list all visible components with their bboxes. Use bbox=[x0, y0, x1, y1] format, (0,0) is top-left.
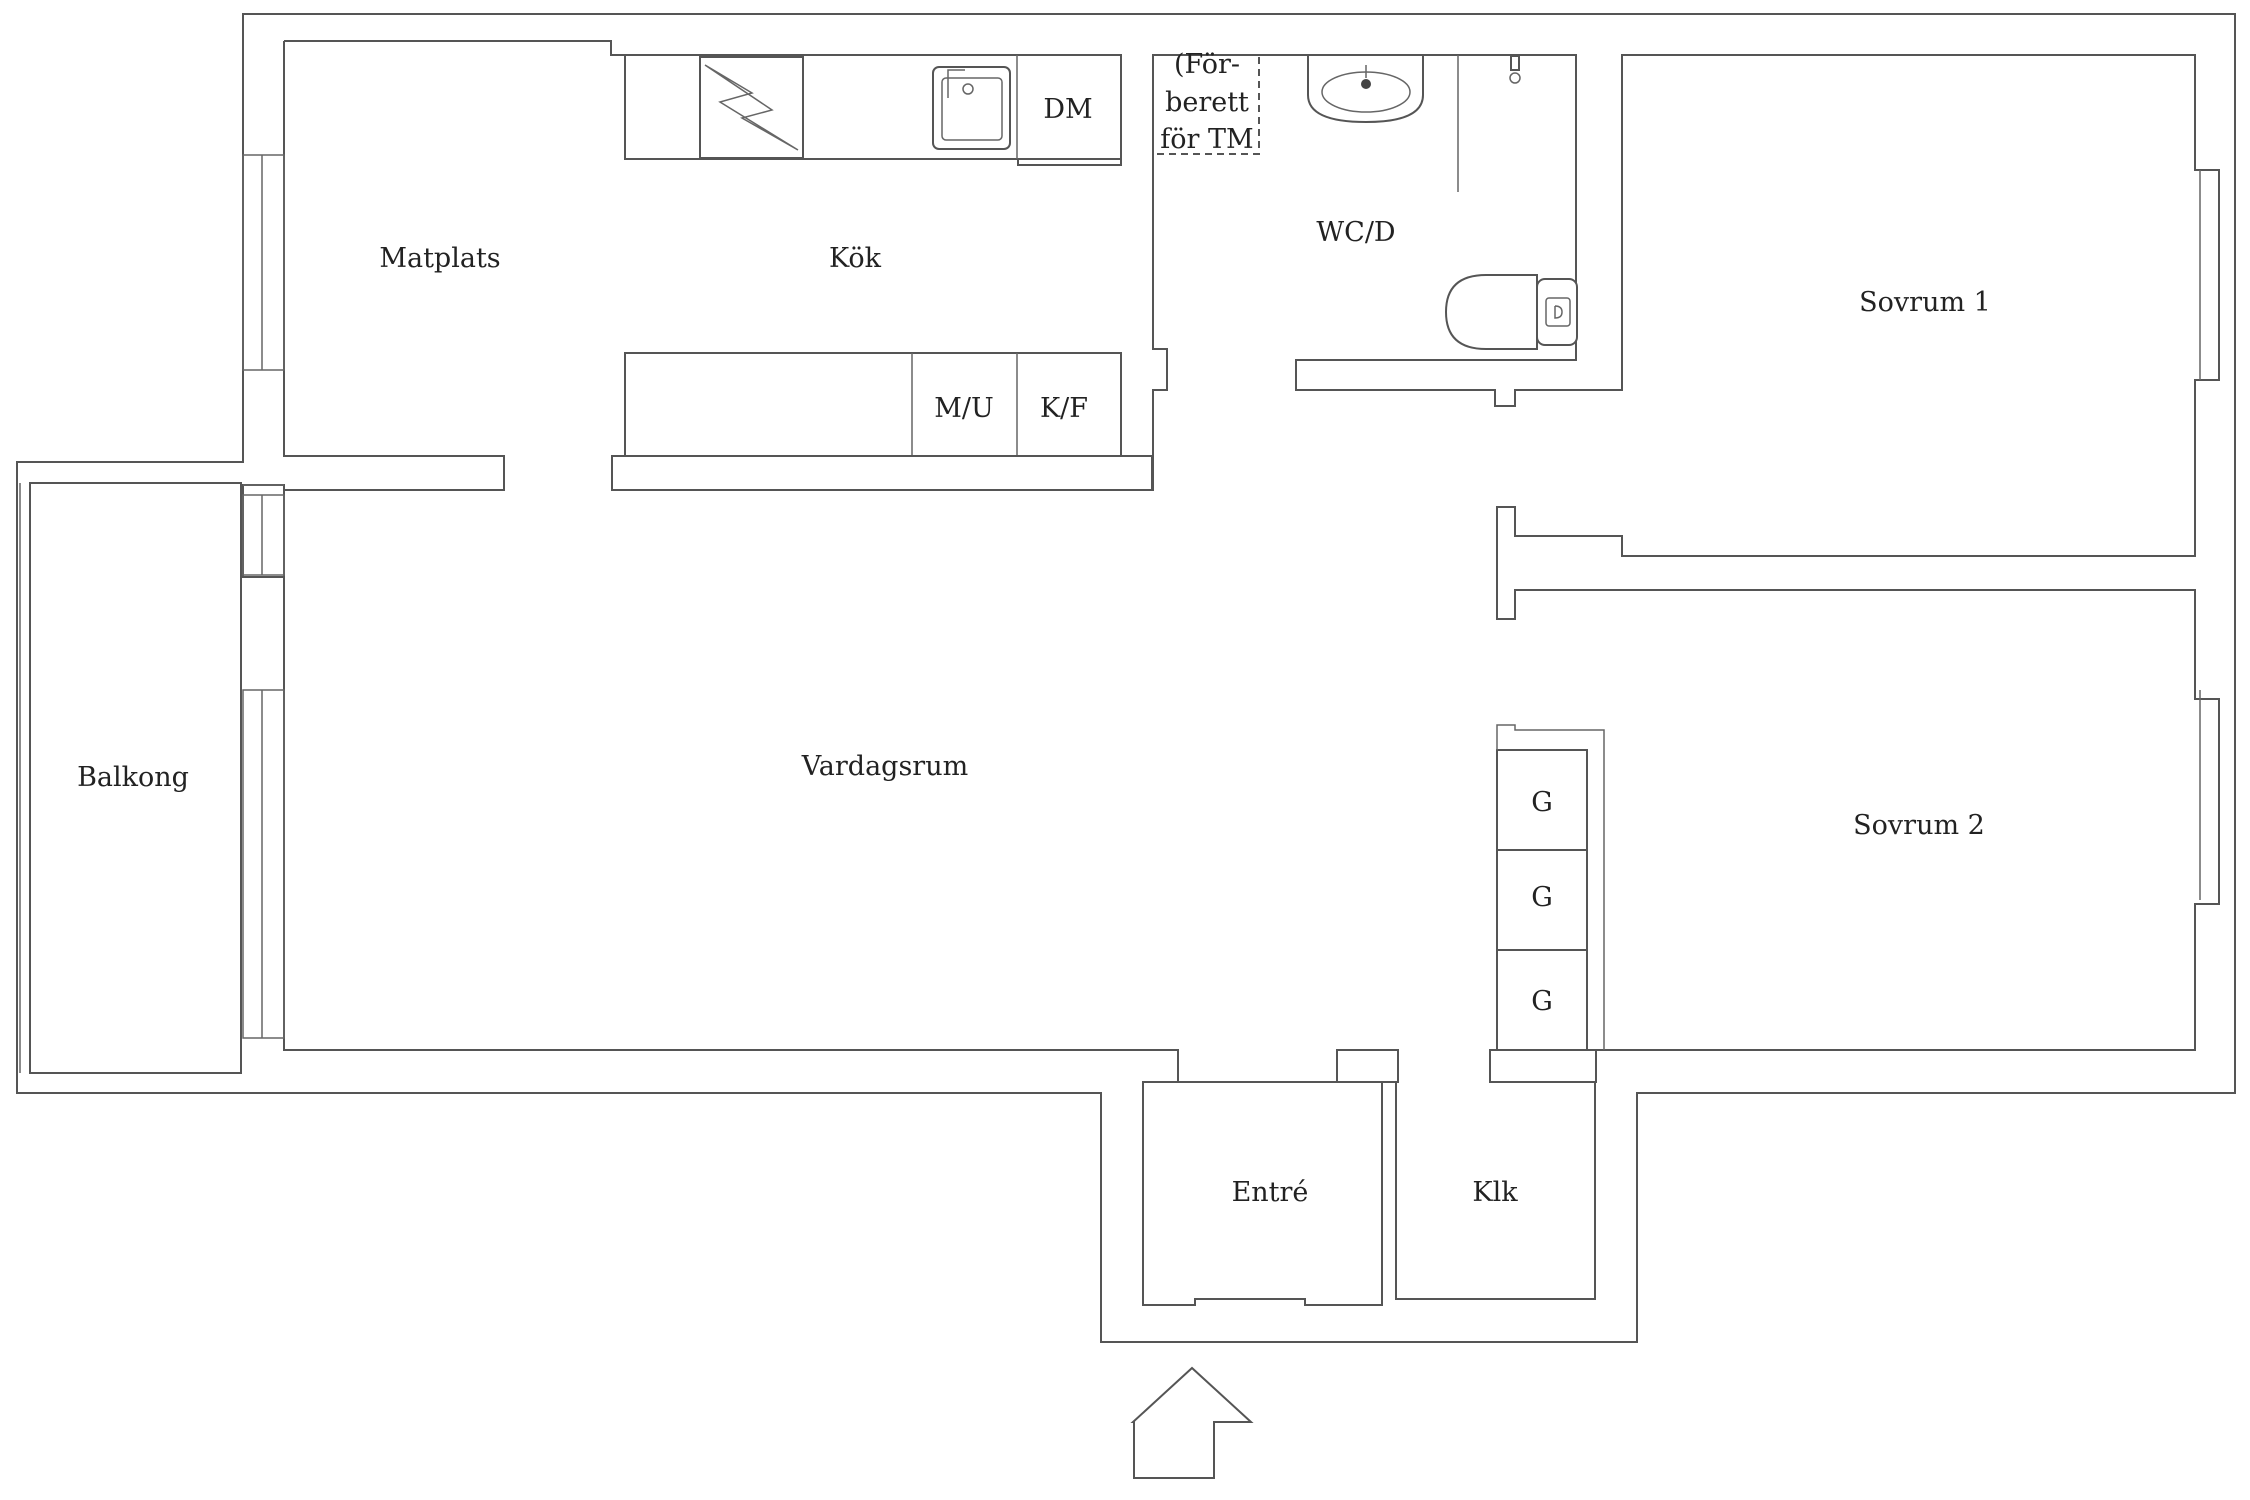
windows-left bbox=[242, 154, 285, 1039]
room-label-wcd: WC/D bbox=[1316, 217, 1395, 248]
room-label-dm: DM bbox=[1043, 94, 1092, 125]
wardrobe-label-2: G bbox=[1531, 882, 1553, 913]
wardrobe-label-3: G bbox=[1531, 986, 1553, 1017]
room-label-kok: Kök bbox=[829, 243, 882, 274]
wardrobes bbox=[1496, 724, 1605, 1051]
wardrobe-label-1: G bbox=[1531, 787, 1553, 818]
room-label-tm-line1: (För- bbox=[1174, 49, 1240, 80]
room-label-tm-line3: för TM bbox=[1160, 124, 1253, 155]
room-label-vardagsrum: Vardagsrum bbox=[801, 751, 968, 782]
wash-basin-icon bbox=[1307, 54, 1424, 124]
room-label-sovrum1: Sovrum 1 bbox=[1859, 287, 1991, 318]
kitchen-sink-icon bbox=[932, 66, 1011, 150]
room-label-mu: M/U bbox=[934, 393, 994, 424]
room-label-kf: K/F bbox=[1040, 393, 1088, 424]
room-label-balkong: Balkong bbox=[77, 762, 189, 793]
stove-icon bbox=[699, 56, 804, 159]
room-label-entre: Entré bbox=[1232, 1177, 1309, 1208]
room-label-matplats: Matplats bbox=[379, 243, 500, 274]
toilet-icon bbox=[1444, 274, 1578, 350]
room-label-klk: Klk bbox=[1472, 1177, 1518, 1208]
outer-walls bbox=[16, 13, 2236, 1343]
washing-machine-reserved-area bbox=[1152, 54, 1260, 155]
entrance-arrow-icon bbox=[1130, 1366, 1254, 1479]
balcony bbox=[19, 482, 284, 1074]
shower-head-icon bbox=[1509, 55, 1521, 84]
room-label-tm-line2: berett bbox=[1165, 87, 1249, 118]
room-label-sovrum2: Sovrum 2 bbox=[1853, 810, 1985, 841]
